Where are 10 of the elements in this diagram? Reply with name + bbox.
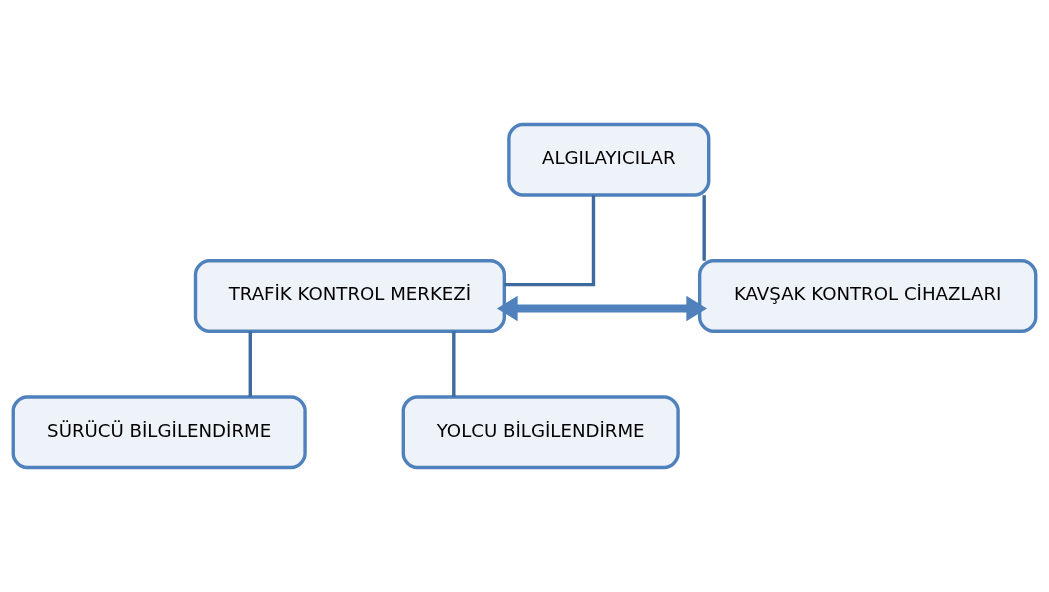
connector [452, 331, 456, 397]
arrow [496, 295, 707, 322]
node-box: KAVŞAK KONTROL CİHAZLARI [697, 259, 1038, 333]
node-box: SÜRÜCÜ BİLGİLENDİRME [11, 395, 307, 470]
connector [702, 195, 706, 261]
connector [504, 195, 596, 287]
node-box: TRAFİK KONTROL MERKEZİ [193, 259, 507, 333]
node-box: YOLCU BİLGİLENDİRME [401, 395, 680, 470]
node-box: ALGILAYICILAR [507, 122, 711, 197]
connector [248, 331, 252, 397]
